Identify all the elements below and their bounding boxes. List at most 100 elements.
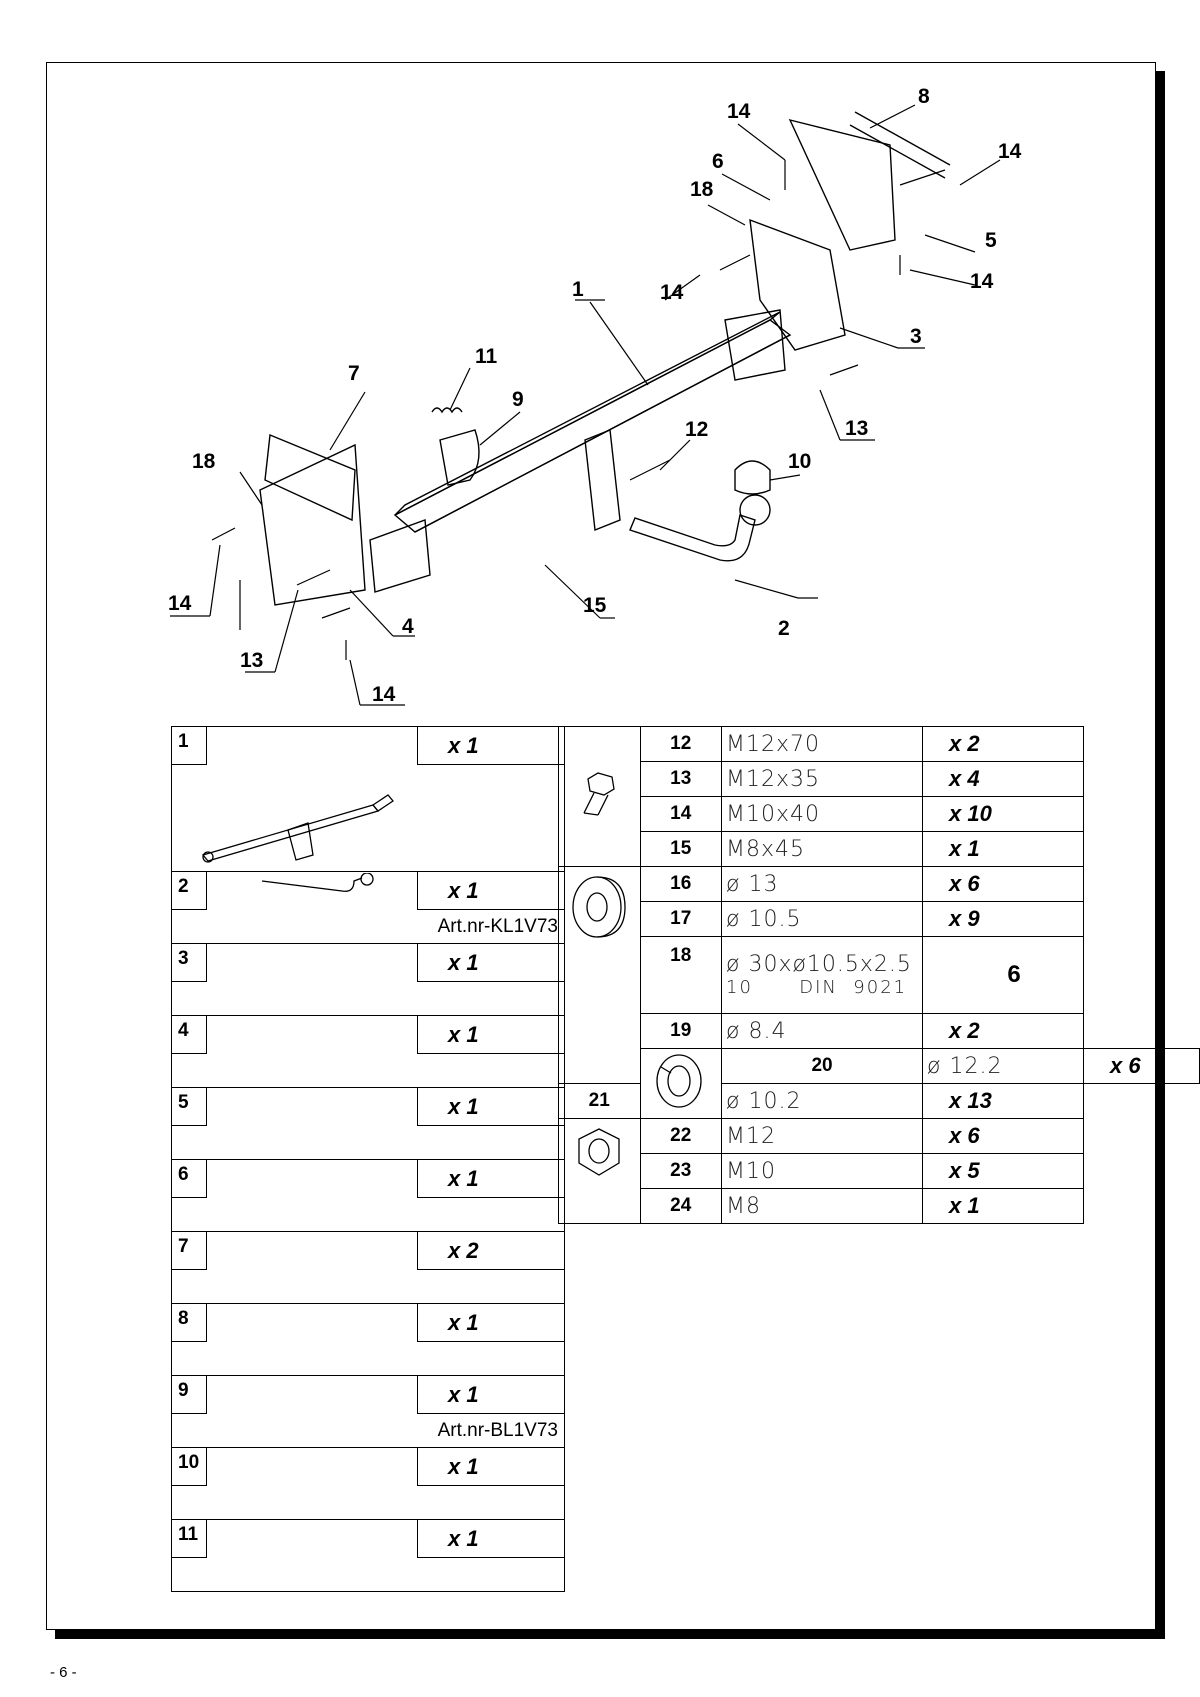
table-row: 5 x 1 xyxy=(171,1087,565,1126)
callout-14d: 14 xyxy=(660,281,684,304)
table-row: 20 ø 12.2 x 6 xyxy=(559,1048,1200,1119)
table-row: 12 M12x70 x 2 xyxy=(558,726,1200,867)
ball-cap-illustration xyxy=(206,1447,418,1486)
table-row: 8 x 1 xyxy=(171,1303,565,1342)
part-spec: M12x35 xyxy=(720,761,924,797)
part-qty: x 9 xyxy=(922,901,1085,937)
table-row: 18 ø 30xø10.5x2.5 10 DIN 9021 6 xyxy=(559,936,1200,1014)
part-spec: ø 10.5 xyxy=(720,901,924,937)
spring-illustration xyxy=(206,1519,418,1558)
article-number: Art.nr-KL1V73 xyxy=(171,909,565,944)
table-row xyxy=(171,764,565,872)
part-spec: ø 10.2 xyxy=(720,1083,924,1119)
nut-icon xyxy=(558,1118,641,1224)
part-spec: ø 8.4 xyxy=(720,1013,924,1049)
callout-15: 15 xyxy=(583,594,607,617)
part-qty: x 1 xyxy=(417,1519,565,1558)
part-qty: x 6 xyxy=(922,866,1085,902)
part-qty: x 1 xyxy=(417,871,565,910)
strap-illustration xyxy=(206,1159,418,1198)
callout-14f: 14 xyxy=(372,683,396,706)
callout-14: 14 xyxy=(727,100,751,123)
part-spec: M10x40 xyxy=(720,796,924,832)
callout-2: 2 xyxy=(778,617,790,640)
part-number: 19 xyxy=(639,1013,722,1049)
part-number: 7 xyxy=(171,1231,207,1270)
part-qty: x 1 xyxy=(417,1303,565,1342)
bracket-illustration xyxy=(206,1087,418,1126)
part-qty: x 4 xyxy=(922,761,1085,797)
table-row xyxy=(171,981,565,1016)
table-row: Art.nr-BL1V73 xyxy=(171,1413,565,1448)
callout-7: 7 xyxy=(348,362,360,385)
part-qty: 6 xyxy=(922,936,1085,1014)
part-number: 9 xyxy=(171,1375,207,1414)
part-spec: M12 xyxy=(720,1118,924,1154)
part-qty: x 1 xyxy=(417,943,565,982)
callout-9: 9 xyxy=(512,388,524,411)
callout-3: 3 xyxy=(910,325,922,348)
part-qty: x 6 xyxy=(922,1118,1085,1154)
table-row: 10 x 1 xyxy=(171,1447,565,1486)
table-row: 16 ø 13 x 6 xyxy=(558,866,1200,1084)
table-row: 14 M10x40 x 10 xyxy=(559,796,1200,832)
part-number: 22 xyxy=(639,1118,722,1154)
table-row: 17 ø 10.5 x 9 xyxy=(559,901,1200,937)
callout-14c: 14 xyxy=(970,270,994,293)
callout-8: 8 xyxy=(918,85,930,108)
table-row: 13 M12x35 x 4 xyxy=(559,761,1200,797)
table-row: 22 M12 x 6 xyxy=(558,1118,1200,1224)
left-bracket xyxy=(259,443,366,606)
part-spec: ø 30xø10.5x2.5 10 DIN 9021 xyxy=(720,936,924,1014)
part-number: 17 xyxy=(639,901,722,937)
table-row xyxy=(171,1053,565,1088)
part-number: 14 xyxy=(639,796,722,832)
callout-11: 11 xyxy=(475,345,498,368)
table-row: 3 x 1 xyxy=(171,943,565,982)
part-number: 6 xyxy=(171,1159,207,1198)
table-row: 4 x 1 xyxy=(171,1015,565,1054)
callout-6: 6 xyxy=(712,150,724,173)
part-qty: x 2 xyxy=(922,726,1085,762)
part-number: 21 xyxy=(558,1083,641,1119)
part-qty: x 13 xyxy=(922,1083,1085,1119)
part-number: 10 xyxy=(171,1447,207,1486)
page-number: - 6 - xyxy=(50,1664,77,1681)
callout-4: 4 xyxy=(402,615,414,638)
part-number: 1 xyxy=(171,726,207,765)
part-qty: x 1 xyxy=(417,1087,565,1126)
part-number: 18 xyxy=(639,936,722,1014)
callout-13: 13 xyxy=(845,417,868,440)
article-number: Art.nr-BL1V73 xyxy=(171,1413,565,1448)
part-spec: M8x45 xyxy=(720,831,924,867)
part-number: 15 xyxy=(639,831,722,867)
part-qty: x 1 xyxy=(417,726,565,765)
part-qty: x 1 xyxy=(922,1188,1085,1224)
socket-plate-illustration xyxy=(206,1375,418,1414)
callout-14e: 14 xyxy=(168,592,192,615)
part-spec: M10 xyxy=(720,1153,924,1189)
table-row xyxy=(171,1269,565,1304)
part-number: 3 xyxy=(171,943,207,982)
part-illustration xyxy=(206,726,418,765)
part-spec: M8 xyxy=(720,1188,924,1224)
table-row: 23 M10 x 5 xyxy=(559,1153,1200,1189)
part-qty: x 1 xyxy=(417,1375,565,1414)
part-qty: x 1 xyxy=(417,1015,565,1054)
strap-illustration xyxy=(206,1303,418,1342)
table-row: 7 x 2 xyxy=(171,1231,565,1270)
table-row: 15 M8x45 x 1 xyxy=(559,831,1200,867)
part-qty: x 1 xyxy=(417,1447,565,1486)
table-row xyxy=(171,1557,565,1592)
table-row xyxy=(171,1197,565,1232)
table-row: 1 x 1 xyxy=(171,726,565,765)
right-bracket xyxy=(749,218,846,351)
part-qty: x 1 xyxy=(922,831,1085,867)
tow-ball-arm xyxy=(629,514,756,562)
table-row: 6 x 1 xyxy=(171,1159,565,1198)
callout-18b: 18 xyxy=(192,450,216,473)
table-row: Art.nr-KL1V73 xyxy=(171,909,565,944)
parts-table-right: 12 M12x70 x 2 13 M12x35 x 4 14 M10x40 x … xyxy=(558,726,1200,1224)
part-number: 8 xyxy=(171,1303,207,1342)
table-row xyxy=(171,1485,565,1520)
